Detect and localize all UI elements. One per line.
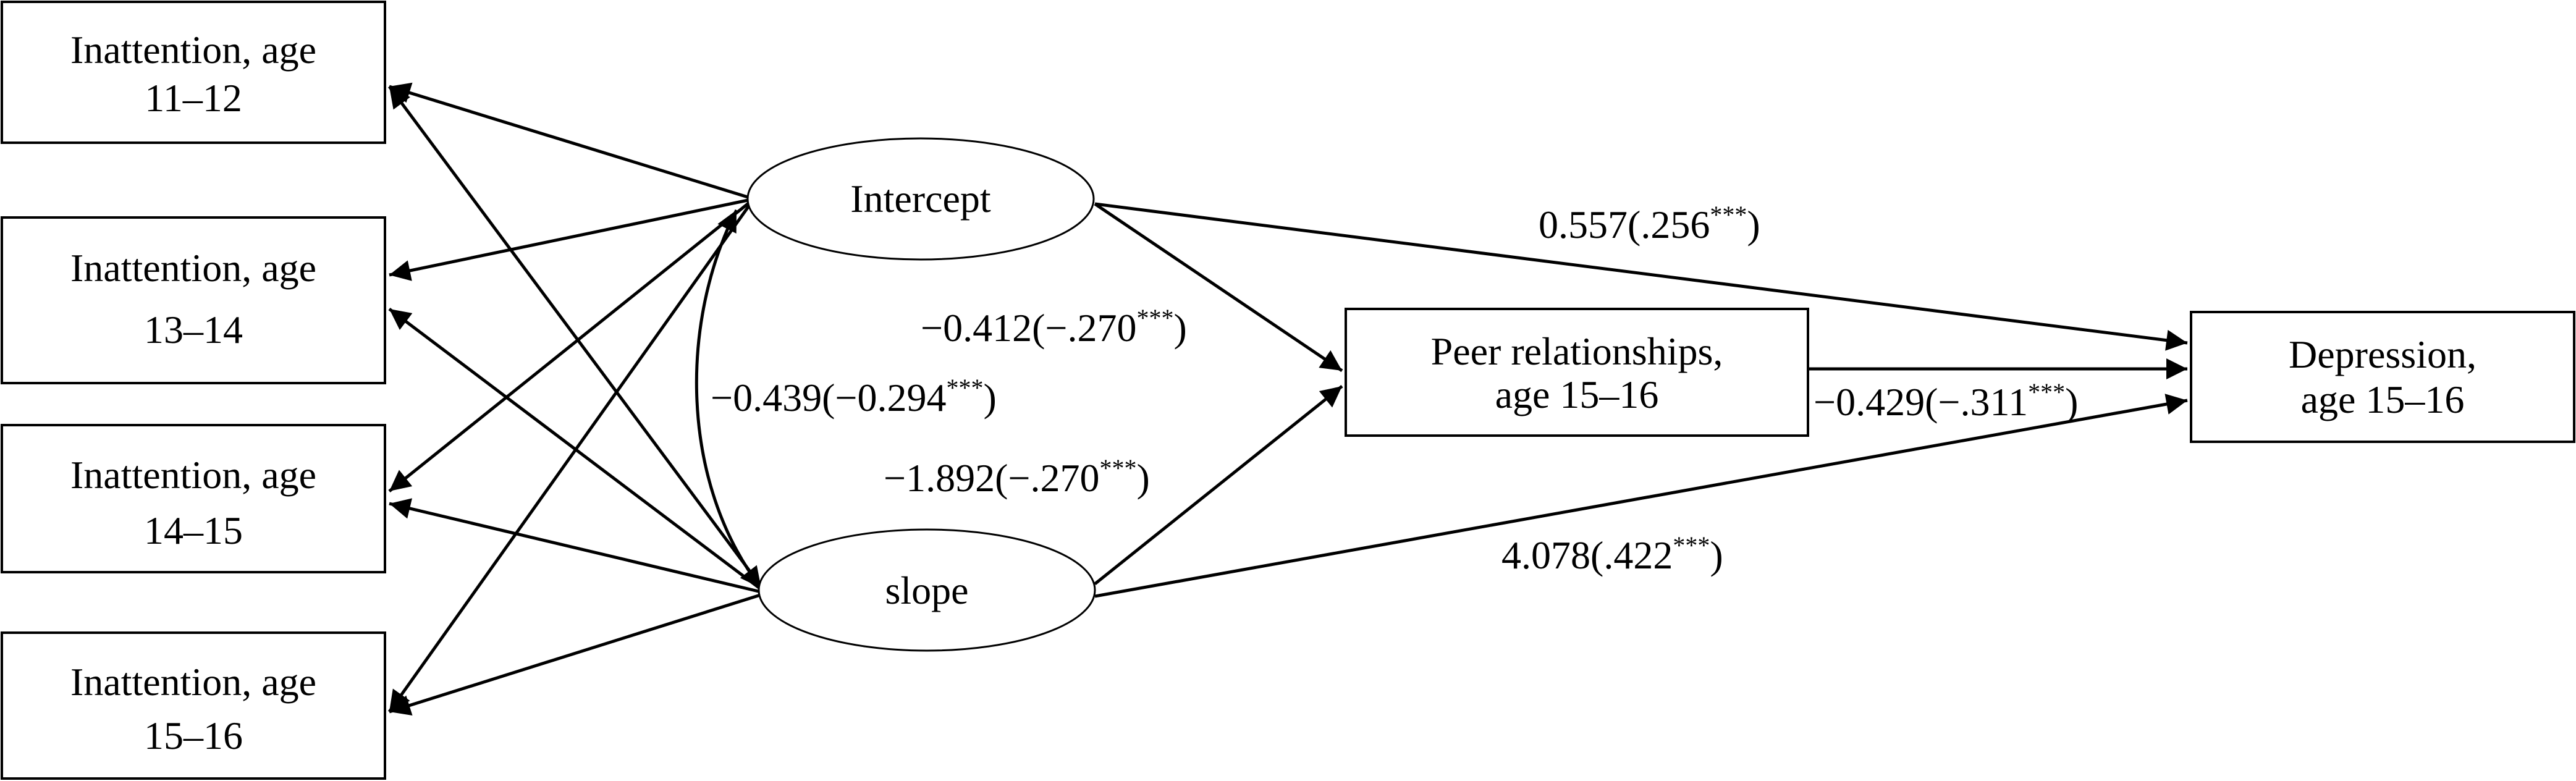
edge-intercept-depression (1094, 202, 2188, 351)
node-line-1: Inattention, age (70, 660, 316, 704)
coef-intercept-peer: −0.412(−.270***) (921, 304, 1187, 350)
node-line-1: Inattention, age (70, 453, 316, 497)
coef-slope-peer: −1.892(−.270***) (884, 454, 1150, 500)
node-peer-relationships: Peer relationships, age 15–16 (1345, 308, 1809, 437)
node-line-1: Inattention, age (70, 28, 316, 72)
node-line-2: 15–16 (144, 714, 243, 758)
node-line-2: age 15–16 (1495, 373, 1659, 416)
node-line-2: 14–15 (144, 509, 243, 552)
edge-slope-inatt-13-14 (388, 308, 767, 594)
node-slope: slope (758, 528, 1096, 652)
edge-intercept-inatt-11-12 (389, 82, 754, 201)
node-label: Intercept (850, 177, 991, 221)
node-line-1: Depression, (2289, 332, 2477, 376)
edge-intercept-inatt-15-16 (387, 198, 756, 713)
node-depression: Depression, age 15–16 (2190, 311, 2575, 443)
edge-slope-inatt-11-12 (387, 85, 768, 594)
edge-slope-inatt-14-15 (389, 498, 767, 595)
coef-peer-depression: −0.429(−.311***) (1814, 378, 2078, 424)
coef-slope-depression: 4.078(.422***) (1501, 531, 1723, 577)
node-line-2: 11–12 (145, 76, 242, 120)
node-line-2: 13–14 (144, 308, 243, 352)
edge-slope-peer (1094, 385, 1343, 585)
edge-slope-inatt-15-16 (389, 591, 767, 716)
edge-intercept-slope-covariance (695, 209, 762, 589)
coef-intercept-slope-covariance: −0.439(−0.294***) (711, 374, 997, 420)
edge-intercept-inatt-13-14 (389, 197, 754, 281)
edge-intercept-inatt-14-15 (388, 198, 755, 492)
node-inattention-13-14: Inattention, age 13–14 (1, 216, 386, 384)
edges (387, 82, 2188, 716)
node-line-1: Inattention, age (70, 246, 316, 290)
edge-slope-depression (1094, 394, 2188, 598)
node-inattention-14-15: Inattention, age 14–15 (1, 424, 386, 573)
node-inattention-11-12: Inattention, age 11–12 (1, 1, 386, 144)
node-label: slope (885, 568, 968, 612)
node-line-1: Peer relationships, (1431, 329, 1723, 373)
node-intercept: Intercept (746, 137, 1095, 261)
edge-intercept-peer (1094, 202, 1343, 373)
node-inattention-15-16: Inattention, age 15–16 (1, 631, 386, 780)
node-line-2: age 15–16 (2301, 378, 2465, 421)
coef-intercept-depression: 0.557(.256***) (1539, 201, 1760, 247)
